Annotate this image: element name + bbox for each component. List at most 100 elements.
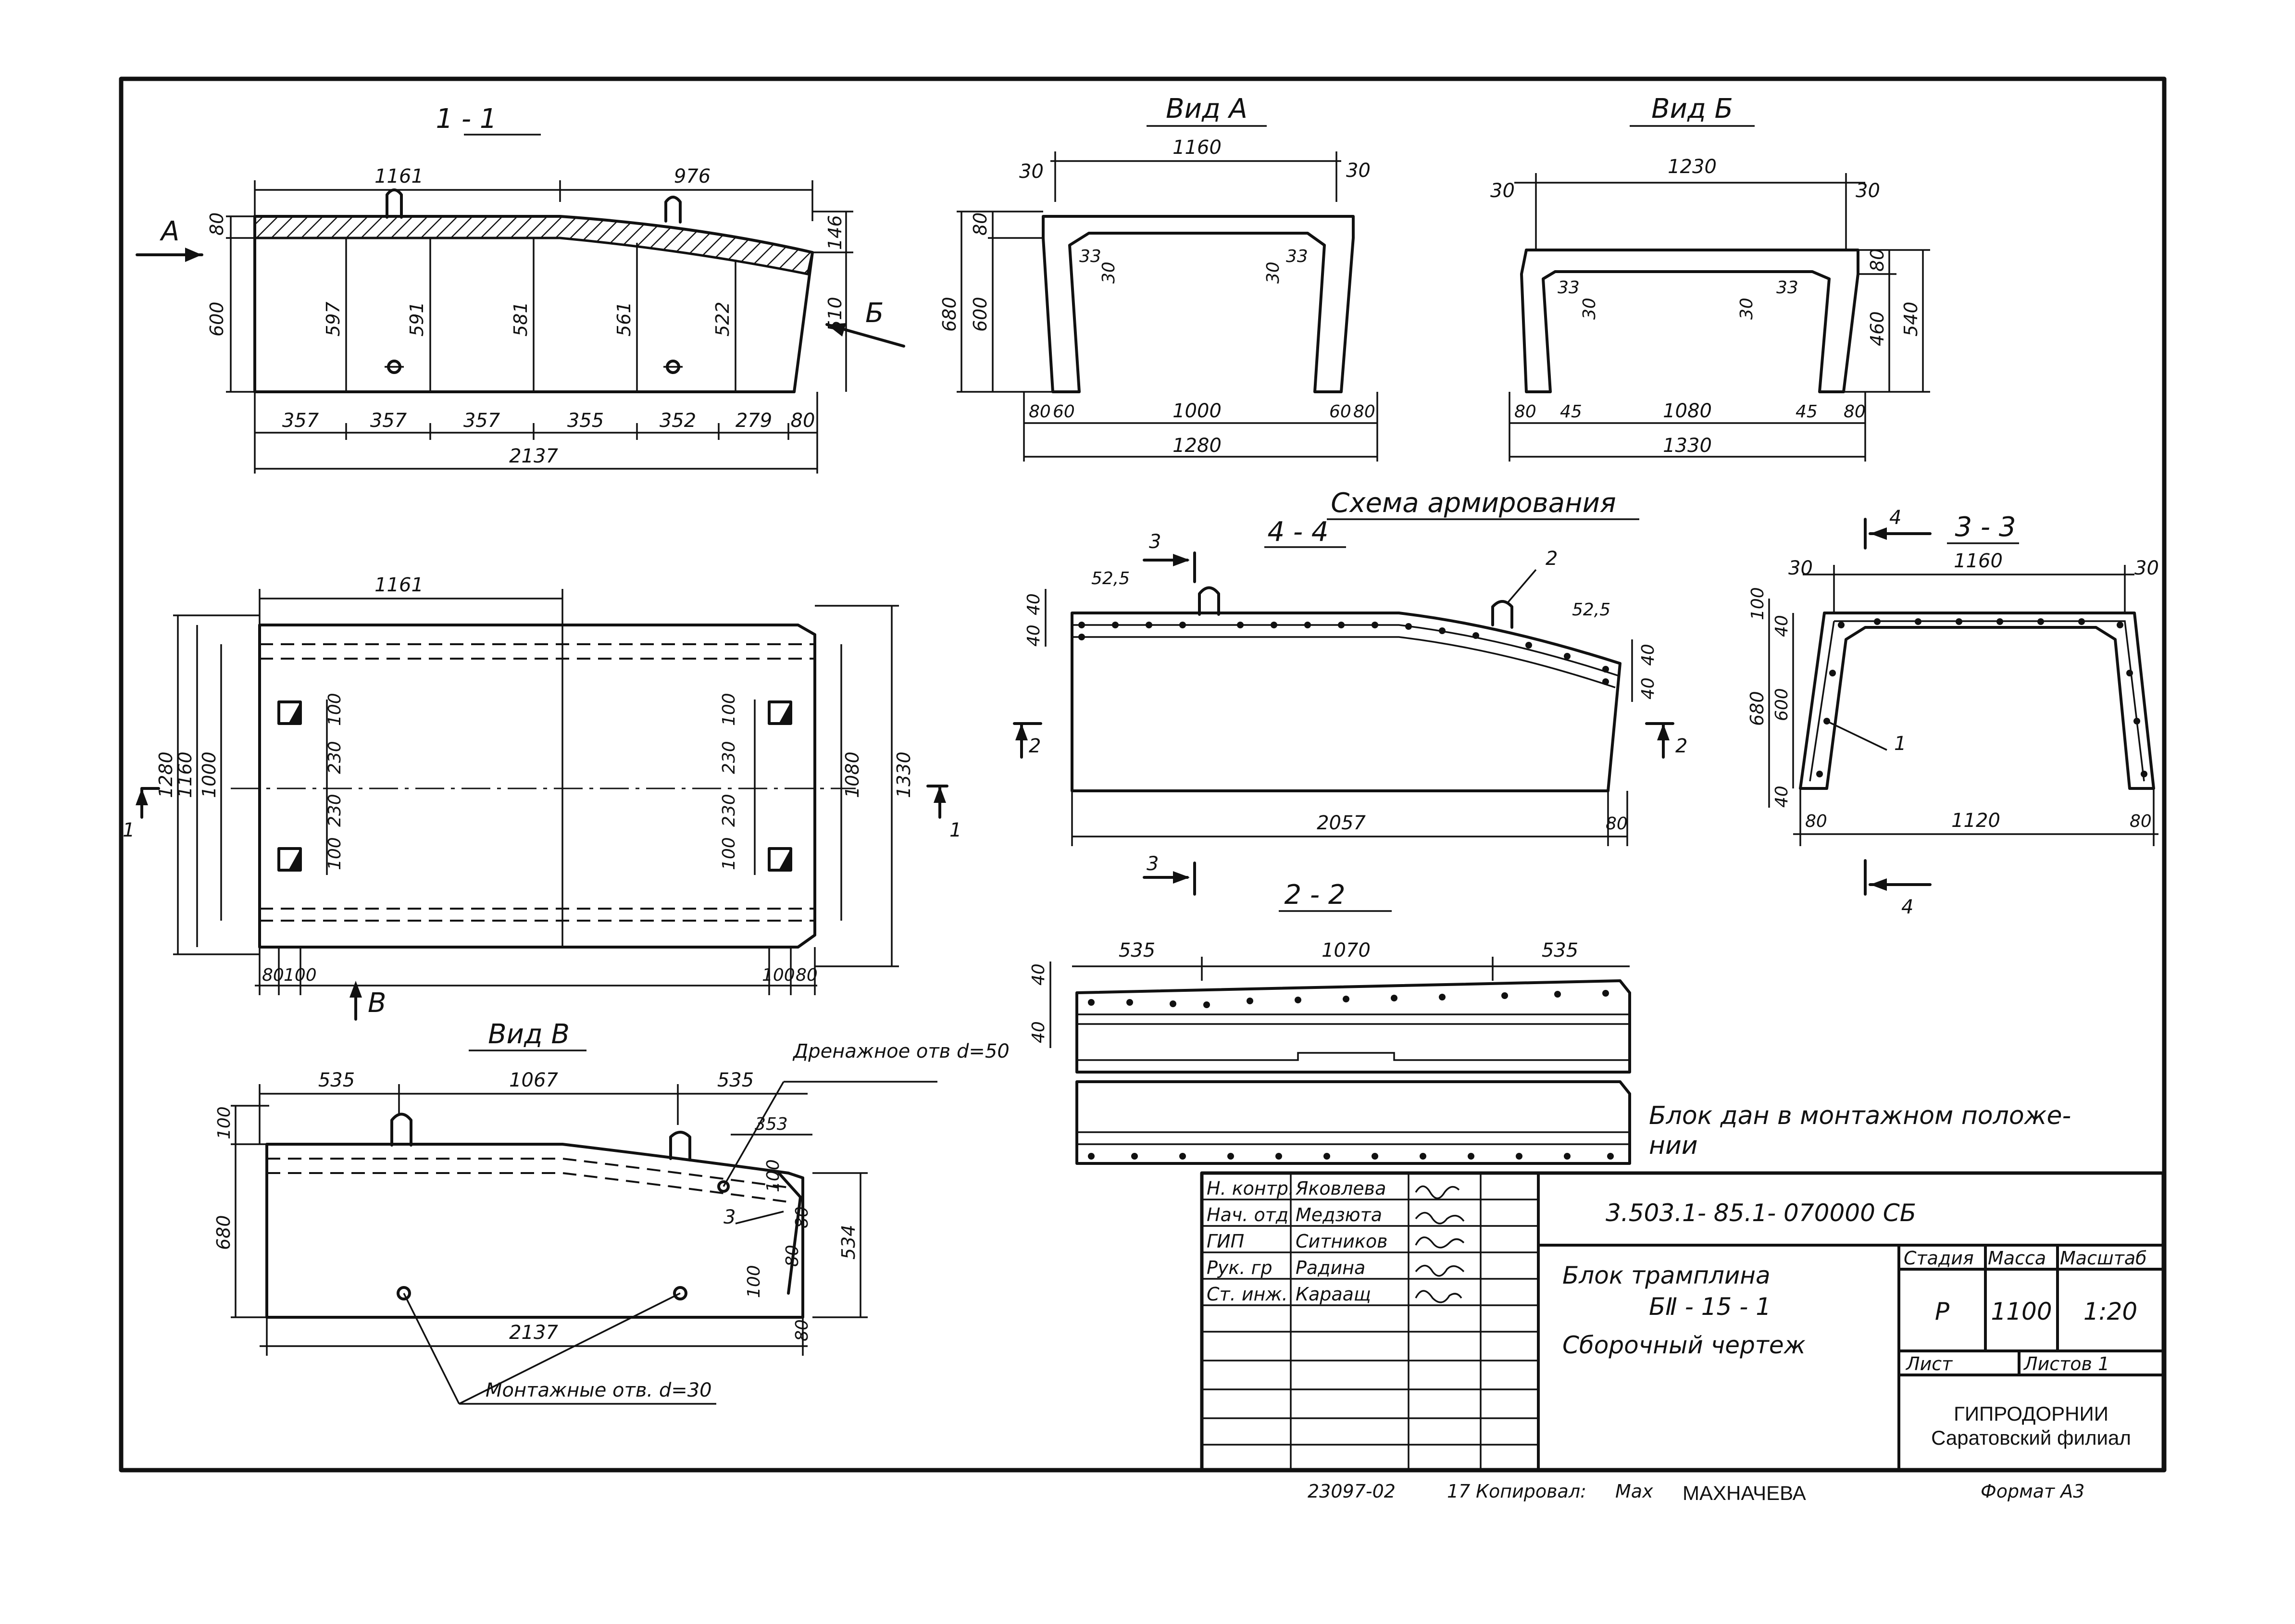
s33-30-l: 30 — [1788, 557, 1813, 579]
section-2-2-title: 2 - 2 — [1284, 879, 1345, 911]
mounting-holes-label: Монтажные отв. d=30 — [486, 1379, 712, 1401]
arrow-b-label: Б — [865, 298, 884, 329]
r-2057: 2057 — [1317, 812, 1366, 834]
tb-name-line1: Блок трамплина — [1562, 1262, 1771, 1289]
section-1-1: 1 - 1 1161 976 597 591 581 561 522 — [136, 103, 905, 474]
vv-535-r: 535 — [717, 1069, 754, 1091]
drain-hole-label: Дренажное отв d=50 — [792, 1040, 1010, 1062]
va-b60-r: 60 — [1329, 402, 1351, 422]
s33-40-b: 40 — [1772, 786, 1792, 808]
vb-b45-r: 45 — [1796, 402, 1818, 422]
tb-org2: Саратовский филиал — [1931, 1426, 2131, 1449]
section-1-1-title: 1 - 1 — [436, 103, 497, 135]
plan-h100-4: 100 — [719, 837, 739, 870]
r-52-5-r: 52,5 — [1572, 600, 1610, 620]
r-40-l2: 40 — [1024, 625, 1044, 647]
va-680: 680 — [939, 297, 960, 332]
vb-b1080: 1080 — [1663, 400, 1712, 422]
vb-1330: 1330 — [1663, 435, 1712, 457]
va-600: 600 — [970, 297, 991, 332]
r-40-r1: 40 — [1638, 644, 1658, 666]
va-33-r: 33 — [1286, 247, 1308, 266]
plan-section-mark-right: 1 — [949, 819, 961, 841]
dim-600-left: 600 — [206, 301, 227, 337]
vb-b45-l: 45 — [1560, 402, 1582, 422]
reinforcement-title: Схема армирования — [1331, 487, 1616, 519]
tb-role-1: Н. контр. — [1207, 1178, 1294, 1199]
vb-b80-r: 80 — [1844, 402, 1866, 422]
va-b1000: 1000 — [1172, 400, 1222, 422]
plan-b100-l: 100 — [284, 965, 317, 985]
footer-page: 17 — [1447, 1481, 1470, 1502]
installation-note: Блок дан в монтажном положе- нии — [1649, 1101, 2071, 1160]
vb-33-l: 33 — [1558, 278, 1580, 298]
vb-80: 80 — [1867, 249, 1888, 272]
b-357-2: 357 — [370, 410, 407, 432]
mark-2-right: 2 — [1675, 735, 1687, 757]
vb-30-ir: 30 — [1737, 298, 1757, 320]
vb-b80-l: 80 — [1514, 402, 1536, 422]
tb-role-2: Нач. отд — [1207, 1204, 1288, 1225]
vb-33-r: 33 — [1776, 278, 1798, 298]
b-352: 352 — [660, 410, 696, 432]
tb-v-scale: 1:20 — [2083, 1298, 2137, 1325]
s22-535-r: 535 — [1542, 939, 1578, 962]
s22-40-2: 40 — [1029, 1021, 1048, 1043]
va-30-ir: 30 — [1263, 262, 1283, 284]
plan-section-mark-left: 1 — [123, 819, 135, 841]
view-v: Вид В 535 1067 535 100 680 353 100 534 8… — [213, 1019, 1010, 1405]
b-total-2137: 2137 — [509, 445, 558, 467]
h-561: 561 — [613, 301, 635, 337]
r-40-l1: 40 — [1024, 593, 1044, 615]
vv-680: 680 — [213, 1215, 234, 1250]
vv-s80-2: 80 — [783, 1245, 802, 1267]
rebar-dots — [1078, 622, 1609, 685]
view-b-title: Вид Б — [1651, 93, 1733, 125]
plan-h230-2: 230 — [325, 794, 345, 827]
b-355: 355 — [567, 410, 604, 432]
s33-rebar-dots — [1816, 618, 2147, 777]
plan-h230-1: 230 — [325, 741, 345, 774]
s33-b80-l: 80 — [1805, 812, 1827, 831]
plan-1080: 1080 — [842, 751, 863, 798]
va-30-r: 30 — [1346, 160, 1371, 182]
reinforcement-scheme: Схема армирования 4 - 4 3 2 52,5 — [1013, 487, 1687, 896]
callout-2: 2 — [1546, 548, 1558, 570]
plan-view: 1161 100 230 230 100 100 230 230 100 128… — [123, 574, 961, 1021]
vb-460: 460 — [1867, 311, 1888, 346]
plan-b80-r: 80 — [796, 965, 818, 985]
s33-b80-r: 80 — [2130, 812, 2152, 831]
s33-30-r: 30 — [2134, 557, 2159, 579]
footer-number: 23097-02 — [1308, 1481, 1396, 1502]
arrow-a-label: А — [160, 216, 179, 247]
b-357-1: 357 — [282, 410, 319, 432]
tb-name-5: Караащ — [1296, 1284, 1371, 1305]
b-279: 279 — [736, 410, 772, 432]
dim-976: 976 — [674, 165, 711, 187]
r-40-r2: 40 — [1638, 677, 1658, 700]
va-30-l: 30 — [1019, 161, 1044, 183]
b-357-3: 357 — [463, 410, 500, 432]
va-b80-r: 80 — [1353, 402, 1375, 422]
h-591: 591 — [406, 301, 427, 337]
va-1160: 1160 — [1172, 137, 1222, 159]
s22-535-l: 535 — [1119, 939, 1155, 962]
dim-1161: 1161 — [374, 165, 424, 187]
view-a-title: Вид А — [1166, 93, 1247, 125]
vv-s80-1: 80 — [792, 1206, 812, 1228]
plan-h100-3: 100 — [719, 693, 739, 726]
plan-b80-l: 80 — [262, 965, 284, 985]
signatures — [1415, 1185, 1465, 1303]
plan-arrow-v: В — [368, 987, 386, 1019]
h-522: 522 — [712, 301, 733, 337]
va-b80-l: 80 — [1029, 402, 1051, 422]
section-3-3: 3 - 3 4 30 1160 30 1 100 680 40 600 — [1746, 507, 2159, 918]
plan-1161: 1161 — [374, 574, 424, 596]
tb-sheet: Лист — [1905, 1353, 1953, 1374]
tb-org1: ГИПРОДОРНИИ — [1954, 1402, 2108, 1425]
tb-name-1: Яковлева — [1295, 1178, 1386, 1199]
tb-h-scale: Масштаб — [2060, 1248, 2147, 1269]
vv-s100: 100 — [744, 1265, 764, 1298]
dim-146: 146 — [824, 215, 846, 250]
